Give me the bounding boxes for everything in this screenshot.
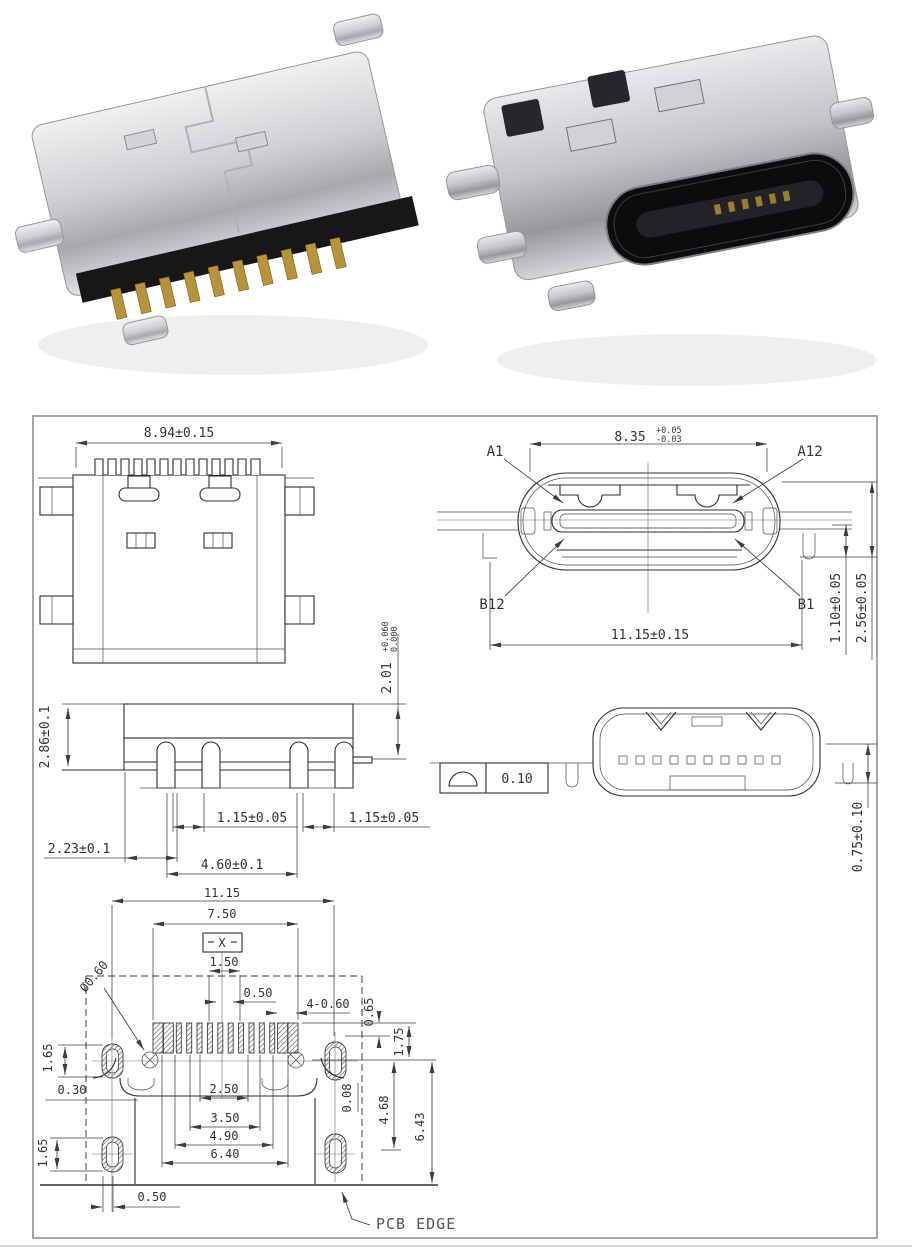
- view-rear: 0.10 0.75±0.10: [430, 707, 877, 872]
- dim-slot-width: 0.50: [138, 1190, 167, 1204]
- photo-connector-angled: [14, 13, 428, 375]
- stamp-mark: [123, 128, 158, 151]
- pcb-edge-label: PCB EDGE: [376, 1215, 456, 1233]
- dim-front-height-inner: 1.10±0.05: [829, 573, 844, 643]
- mount-lug: [122, 315, 169, 346]
- dim-leg-span: 4.60±0.1: [201, 858, 264, 873]
- dim-hole-diameter: Ø0.60: [77, 958, 111, 995]
- dim-row-offset: 0.65: [362, 998, 376, 1027]
- datum-x: X: [202, 932, 243, 953]
- dim-side-standoff-tol-plus: +0.060: [381, 621, 391, 652]
- dim-front-width: 8.35: [614, 430, 645, 445]
- view-top: 8.94±0.15: [38, 426, 315, 664]
- connector-insulator: [75, 195, 419, 303]
- connector-contacts: [713, 190, 791, 215]
- gasket: [587, 70, 630, 108]
- gasket: [501, 99, 544, 137]
- stamp-mark: [653, 78, 705, 113]
- pin-label-b1: B1: [798, 597, 815, 613]
- dim-front-width-tol-minus: -0.03: [656, 435, 682, 445]
- dim-edge-offset: 2.23±0.1: [48, 842, 111, 857]
- dim-span-1: 2.50: [210, 1082, 239, 1096]
- dim-hole-offset: 1.75: [392, 1028, 406, 1057]
- dim-slot-bottom-height: 1.65: [36, 1139, 50, 1168]
- photo-connector-front: [445, 35, 877, 386]
- pin-label-b12: B12: [479, 597, 504, 613]
- dim-side-height: 2.86±0.1: [38, 706, 53, 769]
- dim-side-standoff: 2.01: [380, 662, 395, 693]
- smt-pad-row: [152, 1022, 299, 1054]
- shell-pins: [94, 458, 261, 475]
- flatness-symbol-icon: [448, 771, 478, 787]
- dim-pcb-row: 7.50: [208, 907, 237, 921]
- view-side: 2.86±0.1 2.01 +0.060 0.000 1.15±0.05 1.1…: [38, 621, 430, 878]
- dim-pcb-total: 11.15: [204, 886, 240, 900]
- flatness-callout: 0.10: [430, 762, 593, 794]
- dim-span-3: 4.90: [210, 1129, 239, 1143]
- dim-board-depth: 6.43: [413, 1113, 427, 1142]
- mount-lug: [333, 13, 384, 46]
- dim-leg-width-right: 1.15±0.05: [349, 811, 419, 826]
- dim-span-4: 6.40: [211, 1147, 240, 1161]
- rear-contacts: [618, 755, 781, 765]
- dim-pad-pair-pitch: 1.50: [210, 955, 239, 969]
- datum-x-label: X: [218, 936, 226, 950]
- dim-span-2: 3.50: [211, 1111, 240, 1125]
- mount-lug: [445, 164, 501, 201]
- dim-top-width: 8.94±0.15: [144, 426, 214, 441]
- dim-front-width-tol-plus: +0.05: [656, 426, 682, 436]
- via-holes: [141, 1051, 305, 1069]
- stamp-mark: [565, 118, 617, 152]
- drawing-frame: [0, 415, 912, 1247]
- dim-side-standoff-tol-minus: 0.000: [390, 626, 400, 652]
- pin-label-a1: A1: [487, 444, 504, 460]
- dim-slot-top-height: 1.65: [41, 1044, 55, 1073]
- dim-pad-pitch: 0.50: [244, 986, 273, 1000]
- flatness-value: 0.10: [501, 772, 532, 787]
- mount-lug: [829, 97, 875, 129]
- mount-lug: [14, 218, 64, 253]
- dim-mask-gap: 0.08: [340, 1084, 354, 1113]
- dim-rear-standoff: 0.75±0.10: [851, 802, 866, 872]
- side-tabs: [39, 486, 315, 625]
- pin-label-a12: A12: [797, 444, 822, 460]
- mount-lug: [547, 280, 596, 312]
- stamp-mark: [234, 130, 269, 153]
- dim-front-height-outer: 2.56±0.05: [855, 573, 870, 643]
- view-pcb-footprint: 11.15 7.50 X 1.50 0.50 4-0.60 0.65: [36, 886, 456, 1233]
- dim-pad-inset: 0.30: [58, 1083, 87, 1097]
- smt-legs: [156, 741, 373, 789]
- dim-leg-width-left: 1.15±0.05: [217, 811, 287, 826]
- mount-lug: [476, 230, 528, 264]
- connector-pins: [110, 236, 347, 320]
- shell-windows: [126, 532, 233, 549]
- dim-front-total: 11.15±0.15: [611, 628, 689, 643]
- dim-wide-pad: 4-0.60: [306, 997, 349, 1011]
- view-front: 8.35 +0.05 -0.03 A1 A12 B12 B1: [437, 426, 877, 660]
- dim-depth: 4.68: [377, 1096, 391, 1125]
